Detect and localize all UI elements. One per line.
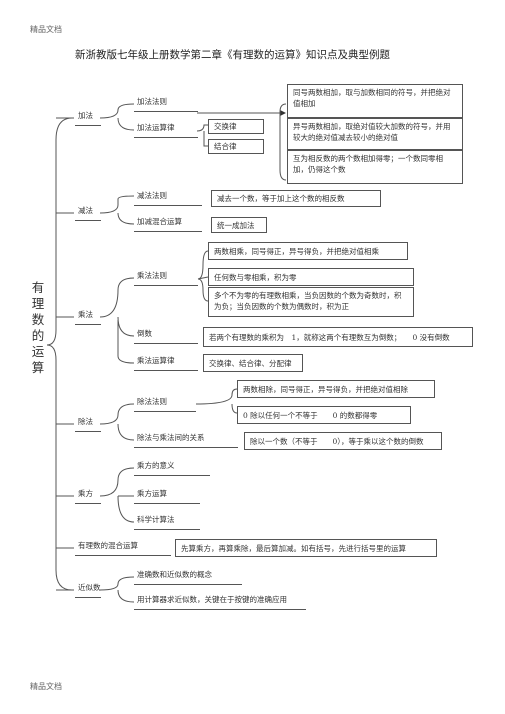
node-addition-rule: 加法法则 [134, 96, 198, 112]
addition-rule-same-sign: 同号两数相加，取与加数相同的符号，并把绝对值相加 [287, 84, 463, 118]
node-scientific-notation: 科学计算法 [134, 514, 200, 530]
node-subtraction: 减法 [75, 205, 101, 221]
node-addition-laws: 加法运算律 [134, 122, 198, 138]
node-calculator-approximation: 用计算器求近似数，关键在于按键的准确应用 [134, 594, 306, 610]
subtraction-rule-text: 减去一个数，等于加上这个数的相反数 [211, 190, 381, 207]
multiplication-rule-3: 多个不为零的有理数相乘，当负因数的个数为奇数时，积为负；当负因数的个数为偶数时，… [208, 287, 414, 317]
page-footer: 精品文档 [30, 682, 62, 691]
division-rule-1: 两数相除，同号得正，异号得负，并把绝对值相除 [237, 380, 435, 398]
addition-rule-opposite-sign: 异号两数相加，取绝对值较大加数的符号，并用较大的绝对值减去较小的绝对值 [287, 118, 463, 150]
multiplication-laws-text: 交换律、结合律、分配律 [203, 354, 303, 372]
root-topic: 有理数的运算 [31, 280, 45, 375]
multiplication-rule-2: 任何数与零相乘，积为零 [208, 268, 414, 286]
node-associative-law: 结合律 [208, 139, 264, 154]
node-add-sub-mixed: 加减混合运算 [134, 216, 202, 232]
add-sub-mixed-text: 统一成加法 [211, 217, 267, 233]
node-reciprocal: 倒数 [134, 328, 198, 344]
node-multiplication-rule: 乘法法则 [134, 270, 198, 286]
node-power-operation: 乘方运算 [134, 488, 200, 504]
node-mixed-operations: 有理数的混合运算 [75, 540, 171, 556]
node-multiplication-laws: 乘法运算律 [134, 355, 198, 371]
node-approximation: 近似数 [75, 582, 101, 598]
node-division: 除法 [75, 416, 101, 432]
page-header: 精品文档 [30, 25, 62, 34]
addition-rule-zero: 互为相反数的两个数相加得零；一个数同零相加，仍得这个数 [287, 150, 463, 184]
node-addition: 加法 [75, 110, 101, 126]
division-rule-2: 0 除以任何一个不等于 0 的数都得零 [237, 406, 411, 424]
node-approximation-concept: 准确数和近似数的概念 [134, 569, 242, 585]
node-subtraction-rule: 减法法则 [134, 190, 202, 206]
node-power-meaning: 乘方的意义 [134, 460, 210, 476]
node-division-rule: 除法法则 [134, 396, 196, 412]
node-commutative-law: 交换律 [208, 119, 264, 134]
node-power: 乘方 [75, 488, 101, 504]
reciprocal-text: 若两个有理数的乘积为 1，就称这两个有理数互为倒数； 0 没有倒数 [203, 327, 473, 347]
node-multiplication: 乘法 [75, 309, 101, 325]
mixed-operations-text: 先算乘方，再算乘除，最后算加减。如有括号，先进行括号里的运算 [175, 539, 437, 557]
multiplication-rule-1: 两数相乘，同号得正，异号得负，并把绝对值相乘 [208, 242, 408, 260]
division-relation-text: 除以一个数（不等于 0），等于乘以这个数的倒数 [244, 432, 442, 450]
page-title: 新浙教版七年级上册数学第二章《有理数的运算》知识点及典型例题 [75, 49, 390, 61]
node-division-multiplication-relation: 除法与乘法间的关系 [134, 432, 238, 448]
